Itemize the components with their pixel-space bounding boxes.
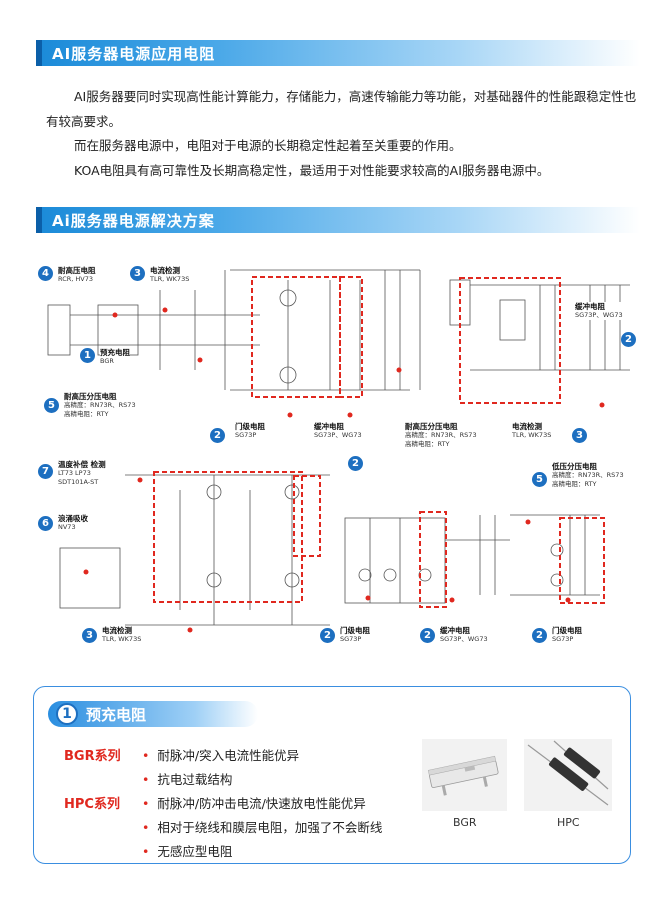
callout-badge-6: 6 xyxy=(38,516,53,531)
callout-snubber-resistor-3: 缓冲电阻 SG73P、WG73 xyxy=(440,626,488,644)
callout-models: TLR, WK73S xyxy=(102,635,142,643)
callout-title: 缓冲电阻 xyxy=(314,422,344,431)
callout-gate-resistor-3: 门级电阻 SG73P xyxy=(552,626,582,644)
hpc-caption: HPC xyxy=(557,816,580,829)
bgr-caption: BGR xyxy=(453,816,477,829)
section-title: Ai服务器电源解决方案 xyxy=(52,211,215,230)
callout-badge-2: 2 xyxy=(320,628,335,643)
callout-gate-resistor-2: 门级电阻 SG73P xyxy=(340,626,370,644)
callout-current-sense: 电流检测 TLR, WK73S xyxy=(150,266,190,284)
callout-title: 电流检测 xyxy=(150,266,180,275)
feature-item: 耐脉冲/突入电流性能优异 xyxy=(142,745,299,764)
callout-badge-2: 2 xyxy=(621,332,636,347)
power-supply-schematic: 4 耐高压电阻 RCR, HV73 3 电流检测 TLR, WK73S 1 预充… xyxy=(30,250,646,655)
callout-badge-3: 3 xyxy=(572,428,587,443)
callout-title: 缓冲电阻 xyxy=(575,302,605,311)
callout-models: LT73 LP73 xyxy=(58,469,91,477)
intro-paragraph-1: AI服务器要同时实现高性能计算能力，存储能力，高速传输能力等功能，对基础器件的性… xyxy=(46,84,646,134)
callout-title: 低压分压电阻 xyxy=(552,462,597,471)
callout-title: 耐高压电阻 xyxy=(58,266,96,275)
callout-hv-divider-resistor: 耐高压分压电阻 高精度：RN73R、RS73 高精电阻：RTY xyxy=(64,392,136,419)
feature-item: 耐脉冲/防冲击电流/快速放电性能优异 xyxy=(142,793,365,812)
section-title: AI服务器电源应用电阻 xyxy=(52,44,216,63)
callout-models: TLR, WK73S xyxy=(150,275,190,283)
callout-models: 高精电阻：RTY xyxy=(405,440,450,448)
callout-lv-divider-resistor: 低压分压电阻 高精度：RN73R、RS73 高精电阻：RTY xyxy=(552,462,624,489)
callout-current-sense-2: 电流检测 TLR, WK73S xyxy=(512,422,552,440)
callout-gate-resistor: 门级电阻 SG73P xyxy=(235,422,265,440)
callout-precharge-resistor: 预充电阻 BGR xyxy=(100,348,130,366)
intro-paragraph-2: 而在服务器电源中，电阻对于电源的长期稳定性起着至关重要的作用。 xyxy=(46,133,646,158)
header-accent xyxy=(36,207,42,233)
series-label-bgr: BGR系列 xyxy=(64,749,121,764)
callout-badge-2: 2 xyxy=(210,428,225,443)
callout-title: 温度补偿 检测 xyxy=(58,460,106,469)
intro-text-3: KOA电阻具有高可靠性及长期高稳定性，最适用于对性能要求较高的AI服务器电源中。 xyxy=(74,163,550,178)
callout-title: 耐高压分压电阻 xyxy=(64,392,117,401)
callout-title: 电流检测 xyxy=(512,422,542,431)
intro-text-2: 而在服务器电源中，电阻对于电源的长期稳定性起着至关重要的作用。 xyxy=(74,138,462,153)
callout-models: SG73P xyxy=(552,635,574,643)
section-header-solutions: Ai服务器电源解决方案 xyxy=(36,207,640,233)
callout-models: SG73P、WG73 xyxy=(575,311,623,319)
callout-badge-1: 1 xyxy=(80,348,95,363)
callout-high-voltage-resistor: 耐高压电阻 RCR, HV73 xyxy=(58,266,96,284)
callout-title: 门级电阻 xyxy=(340,626,370,635)
hpc-product-image xyxy=(524,739,612,811)
callout-surge-absorber: 浪涌吸收 NV73 xyxy=(58,514,88,532)
callout-badge-3: 3 xyxy=(82,628,97,643)
intro-paragraph-3: KOA电阻具有高可靠性及长期高稳定性，最适用于对性能要求较高的AI服务器电源中。 xyxy=(46,158,646,183)
feature-item: 无感应型电阻 xyxy=(142,841,232,860)
feature-item: 抗电过载结构 xyxy=(142,769,232,788)
callout-models: SG73P、WG73 xyxy=(440,635,488,643)
callout-hv-divider-resistor-2: 耐高压分压电阻 高精度：RN73R、RS73 高精电阻：RTY xyxy=(405,422,477,449)
callout-title: 门级电阻 xyxy=(552,626,582,635)
callout-models: SG73P xyxy=(340,635,362,643)
callout-models: 高精度：RN73R、RS73 xyxy=(552,471,624,479)
callout-models: RCR, HV73 xyxy=(58,275,93,283)
info-box-title-pill: 1 预充电阻 xyxy=(48,701,258,727)
schematic-drawing xyxy=(47,269,630,633)
callout-title: 缓冲电阻 xyxy=(440,626,470,635)
callout-title: 耐高压分压电阻 xyxy=(405,422,458,431)
callout-models: TLR, WK73S xyxy=(512,431,552,439)
callout-title: 门级电阻 xyxy=(235,422,265,431)
feature-item: 相对于绕线和膜层电阻，加强了不会断线 xyxy=(142,817,382,836)
info-number-badge: 1 xyxy=(56,703,78,725)
callout-title: 预充电阻 xyxy=(100,348,130,357)
callout-models: SG73P、WG73 xyxy=(314,431,362,439)
callout-title: 浪涌吸收 xyxy=(58,514,88,523)
bgr-product-image xyxy=(422,739,507,811)
callout-models: 高精度：RN73R、RS73 xyxy=(405,431,477,439)
callout-title: 电流检测 xyxy=(102,626,132,635)
callout-models: 高精电阻：RTY xyxy=(552,480,597,488)
callout-badge-7: 7 xyxy=(38,464,53,479)
series-label-hpc: HPC系列 xyxy=(64,797,120,812)
callout-models: NV73 xyxy=(58,523,76,531)
callout-models: SG73P xyxy=(235,431,257,439)
callout-badge-5: 5 xyxy=(532,472,547,487)
section-header-applications: AI服务器电源应用电阻 xyxy=(36,40,640,66)
header-accent xyxy=(36,40,42,66)
callout-snubber-resistor: 缓冲电阻 SG73P、WG73 xyxy=(314,422,362,440)
callout-snubber-resistor-2: 缓冲电阻 SG73P、WG73 xyxy=(575,302,623,320)
callout-badge-2: 2 xyxy=(348,456,363,471)
intro-text-1: AI服务器要同时实现高性能计算能力，存储能力，高速传输能力等功能，对基础器件的性… xyxy=(46,89,637,129)
callout-models: 高精电阻：RTY xyxy=(64,410,109,418)
info-title: 预充电阻 xyxy=(86,705,147,724)
callout-badge-2: 2 xyxy=(420,628,435,643)
callout-badge-5: 5 xyxy=(44,398,59,413)
callout-badge-2: 2 xyxy=(532,628,547,643)
callout-temp-compensation: 温度补偿 检测 LT73 LP73 SDT101A-ST xyxy=(58,460,106,487)
callout-badge-4: 4 xyxy=(38,266,53,281)
callout-current-sense-3: 电流检测 TLR, WK73S xyxy=(102,626,142,644)
precharge-resistor-info-box: 1 预充电阻 BGR系列 HPC系列 耐脉冲/突入电流性能优异 抗电过载结构 耐… xyxy=(33,686,631,864)
callout-models: SDT101A-ST xyxy=(58,478,99,486)
callout-models: BGR xyxy=(100,357,114,365)
callout-models: 高精度：RN73R、RS73 xyxy=(64,401,136,409)
callout-badge-3: 3 xyxy=(130,266,145,281)
